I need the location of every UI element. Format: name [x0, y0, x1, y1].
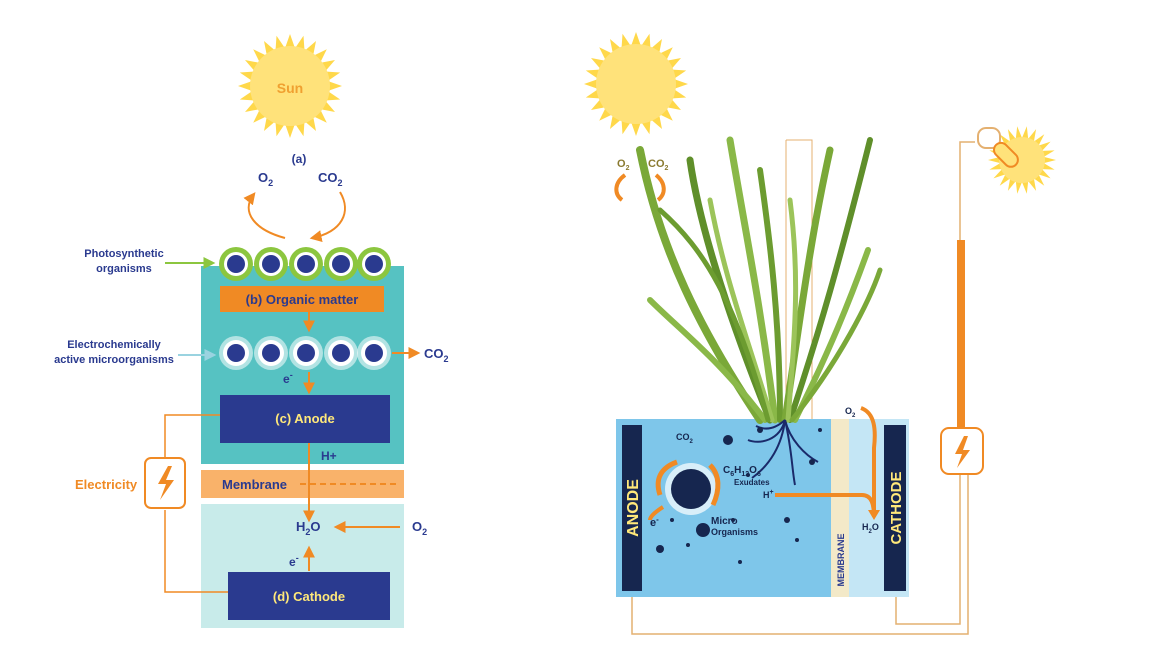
sun-label: Sun: [277, 80, 303, 96]
left-diagram: Sun (a) O2 CO2 Photosynthetic organisms …: [54, 34, 449, 628]
external-circuit-wire: [164, 414, 228, 593]
o2-arrowhead: [868, 510, 880, 520]
plant-grass: [636, 136, 883, 424]
organism-cell: [324, 247, 358, 281]
wire-thick-segment: [957, 240, 965, 430]
electron-label-lower: e-: [289, 553, 299, 569]
cathode-label: (d) Cathode: [273, 589, 345, 604]
co2-top-label: CO2: [318, 170, 343, 188]
sun-icon: [238, 34, 342, 138]
co2-right-label: CO2: [424, 346, 449, 364]
plant-o2-arrow: [614, 173, 627, 202]
plant-co2-label: CO2: [648, 158, 669, 172]
lightning-icon: [955, 436, 970, 468]
right-diagram: O2 CO2: [584, 32, 1056, 635]
photosynthetic-label-line1: Photosynthetic: [84, 248, 163, 260]
co2-uptake-arrow: [309, 191, 346, 242]
anode-label: ANODE: [625, 479, 642, 537]
plant-roots: [747, 419, 819, 486]
anode-electrode: [220, 395, 390, 443]
photosynthetic-label-line2: organisms: [96, 263, 152, 275]
o2-top-label: O2: [258, 170, 273, 188]
electron-release-arrow: [648, 505, 665, 521]
lightning-icon: [158, 466, 174, 500]
o2-right-label: O2: [412, 519, 427, 537]
electricity-label: Electricity: [75, 477, 138, 492]
bubbles: [656, 427, 822, 564]
organism-cell: [254, 247, 288, 281]
electroactive-label-line1: Electrochemically: [67, 339, 161, 351]
electroactive-label-line2: active microorganisms: [54, 354, 174, 366]
proton-label: H+: [321, 449, 337, 463]
glucose-label: C6H12O6: [723, 465, 761, 478]
exudates-label: Exudates: [734, 478, 770, 487]
anode-bar: [622, 425, 642, 591]
cathode-o2-label: O2: [845, 406, 856, 419]
panel-a-label: (a): [292, 152, 307, 166]
cycle-arrow-left: [655, 459, 678, 496]
electroactive-microorganisms: [219, 336, 391, 370]
micro-label-line1: Micro: [711, 516, 738, 527]
plant-tank: [616, 419, 831, 597]
organic-matter-label: (b) Organic matter: [246, 292, 359, 307]
tank-co2-label: CO2: [676, 432, 694, 445]
sun-icon: [584, 32, 688, 136]
organism-cell: [357, 247, 391, 281]
microbe-cell: [219, 336, 253, 370]
o2-in-arrow: [860, 406, 877, 510]
guide-lines: [785, 139, 813, 420]
proton-label: H+: [763, 489, 774, 500]
anode-label: (c) Anode: [275, 411, 334, 426]
plant-co2-arrow: [654, 173, 666, 202]
microorganism-cell: [665, 463, 717, 515]
organic-matter-box: [220, 286, 384, 312]
organism-cell: [219, 247, 253, 281]
o2-release-arrow: [243, 192, 286, 239]
photosynthetic-organisms: [219, 247, 391, 281]
microbe-cell: [289, 336, 323, 370]
electron-label: e-: [650, 515, 659, 529]
electron-label-upper: e-: [283, 370, 293, 386]
microbe-cell: [357, 336, 391, 370]
organism-cell: [289, 247, 323, 281]
water-label: H2O: [296, 519, 321, 537]
cathode-label: CATHODE: [888, 471, 905, 544]
plant-o2-label: O2: [617, 158, 630, 172]
microbe-cell: [254, 336, 288, 370]
cathode-water-label: H2O: [862, 522, 879, 535]
cycle-arrow-right: [708, 463, 721, 507]
microbe-cell: [324, 336, 358, 370]
membrane-label: Membrane: [222, 477, 287, 492]
light-bulb-icon: [977, 127, 1019, 168]
membrane-label: MEMBRANE: [836, 534, 846, 587]
micro-label-line2: Organisms: [711, 527, 758, 537]
membrane-strip: [831, 419, 849, 597]
cathode-electrode: [228, 572, 390, 620]
cathode-bar: [884, 425, 906, 591]
